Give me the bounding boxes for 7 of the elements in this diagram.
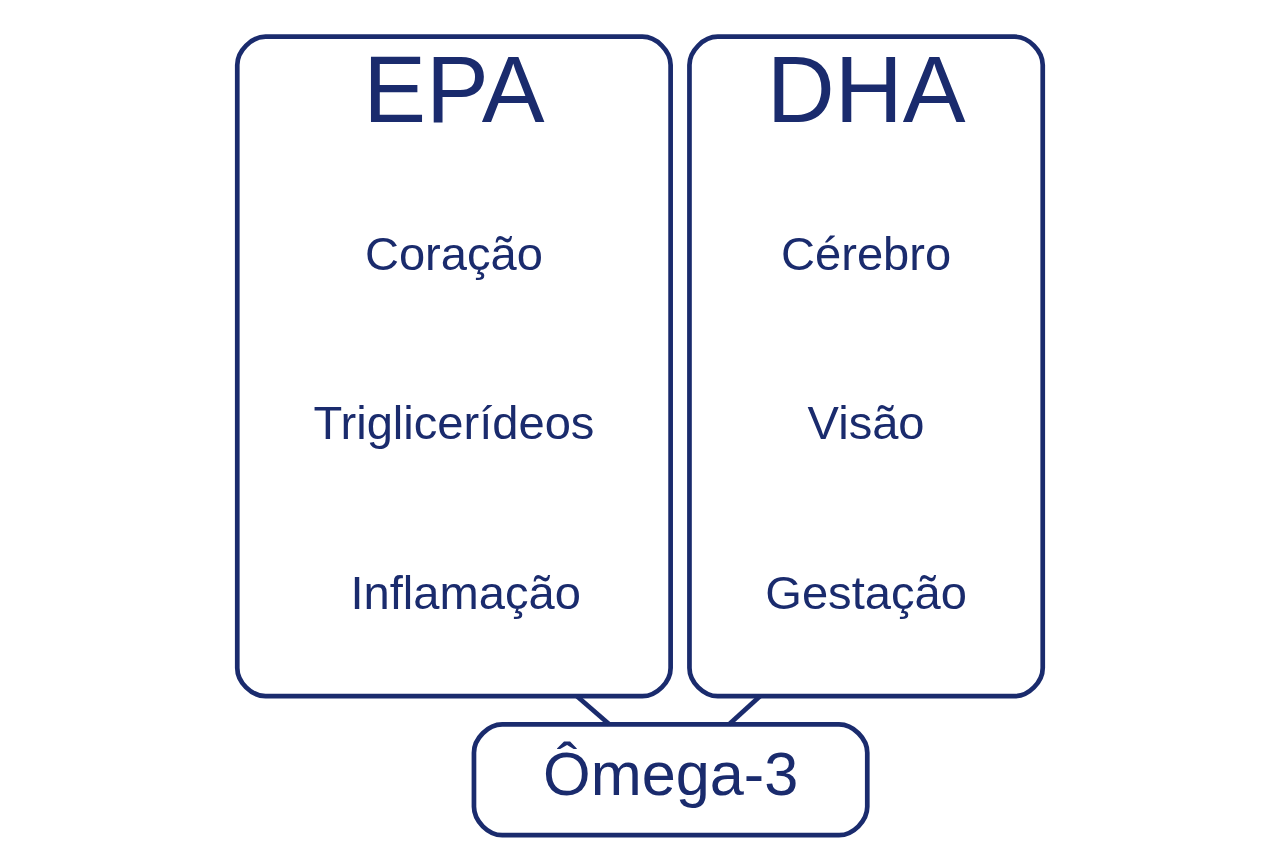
node-text: Gestação <box>765 566 967 620</box>
node-text: Visão <box>807 396 925 450</box>
node-text: Triglicerídeos <box>313 396 595 450</box>
node-text: Coração <box>364 226 543 280</box>
node-text: Cérebro <box>781 226 952 280</box>
node-box: Ômega-3 <box>471 722 870 838</box>
node-text: Inflamação <box>350 566 581 620</box>
